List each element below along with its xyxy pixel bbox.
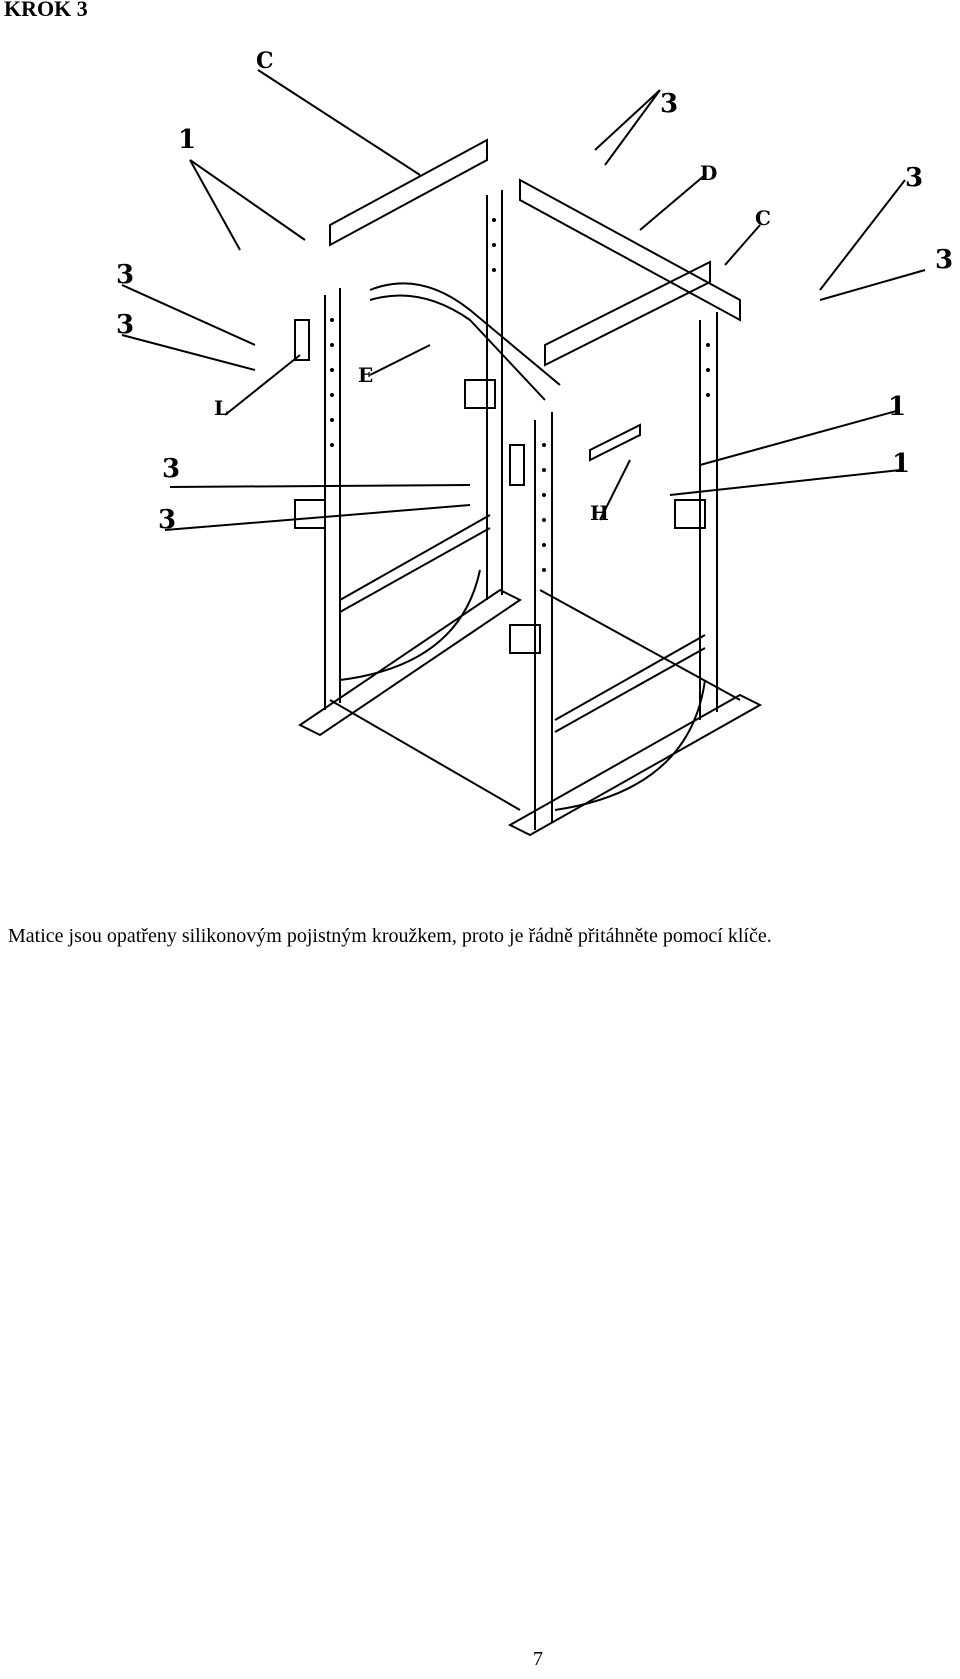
brace-left [339, 569, 481, 681]
upright-front-right [534, 412, 553, 830]
crossbar-c-right [544, 260, 711, 367]
label-l: L [214, 396, 228, 420]
instruction-note: Matice jsou opatřeny silikonovým pojistn… [8, 925, 772, 947]
brace-right [554, 679, 706, 811]
plate-h [589, 423, 641, 462]
assembly-diagram: C D C E L H 1 1 1 3 3 3 3 3 3 3 [116, 48, 953, 837]
crossbar-c-left [329, 138, 488, 247]
upright-back-right [699, 312, 718, 720]
page-number: 7 [533, 1648, 543, 1670]
crossbar-mid-left [339, 514, 491, 613]
label-3-f: 3 [162, 454, 180, 484]
base-rail-front [329, 699, 521, 811]
crossbar-mid-right [554, 634, 706, 733]
base-rail-left [298, 588, 522, 737]
label-3-g: 3 [158, 505, 176, 535]
label-c-right: C [755, 206, 771, 230]
base-rail-back [539, 589, 741, 701]
label-h: H [590, 501, 609, 525]
pullup-bar-e [369, 282, 561, 401]
label-3-e: 3 [116, 310, 134, 340]
label-1-b: 1 [888, 392, 906, 422]
label-c-top-left: C [256, 48, 274, 74]
upright-back-left [486, 190, 503, 600]
label-1-c: 1 [892, 449, 910, 479]
label-d: D [700, 161, 717, 185]
step-title: KROK 3 [4, 0, 88, 21]
label-3-c: 3 [935, 245, 953, 275]
label-3-a: 3 [660, 89, 678, 119]
label-e: E [358, 363, 373, 387]
label-1-a: 1 [178, 125, 196, 155]
upright-front-left [324, 288, 341, 710]
label-3-b: 3 [905, 163, 923, 193]
label-3-d: 3 [116, 260, 134, 290]
crossbar-d [519, 178, 741, 322]
base-rail-right [507, 693, 763, 837]
